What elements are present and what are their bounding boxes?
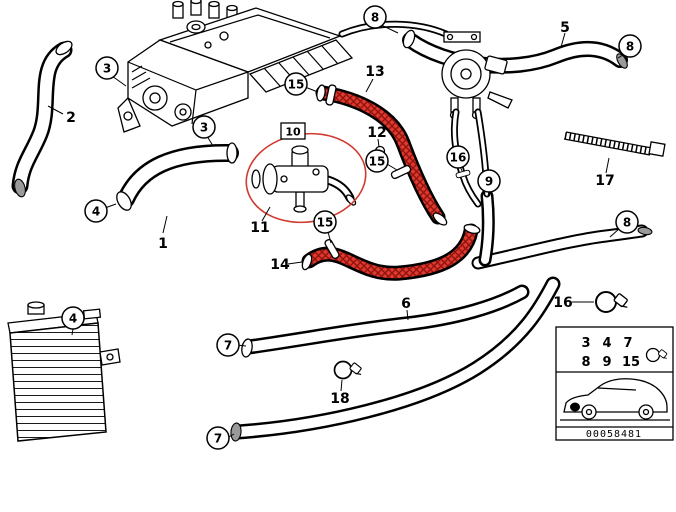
hose-2	[11, 40, 73, 198]
label-5[interactable]: 5	[560, 20, 570, 36]
label-1[interactable]: 1	[158, 236, 168, 252]
callout-4[interactable]: 4	[61, 306, 85, 330]
car-silhouette	[560, 378, 670, 421]
svg-text:8: 8	[623, 216, 631, 230]
svg-text:7: 7	[224, 339, 232, 353]
label-16[interactable]: 16	[553, 295, 572, 311]
label-11[interactable]: 11	[250, 220, 269, 236]
svg-text:15: 15	[317, 216, 334, 230]
svg-text:16: 16	[450, 151, 467, 165]
legend-num: 15	[622, 355, 640, 370]
cable-tie-17	[563, 131, 666, 157]
svg-text:10: 10	[285, 126, 301, 139]
callout-8[interactable]: 8	[615, 210, 639, 234]
hose-13-red	[315, 84, 448, 226]
label-17[interactable]: 17	[595, 173, 614, 189]
clamp-18	[333, 360, 366, 380]
svg-text:9: 9	[485, 175, 493, 189]
hose-7	[230, 276, 561, 442]
callout-15[interactable]: 15	[313, 210, 337, 234]
callout-8[interactable]: 8	[363, 5, 387, 29]
svg-text:3: 3	[103, 62, 111, 76]
callout-7[interactable]: 7	[206, 426, 230, 450]
throttle-body	[441, 31, 513, 120]
label-10-boxed[interactable]: 10	[280, 122, 306, 140]
callout-16[interactable]: 16	[446, 145, 470, 169]
legend-num: 9	[602, 355, 611, 370]
intake-stacks	[172, 0, 238, 23]
hose-1	[116, 142, 239, 211]
callout-3[interactable]: 3	[95, 56, 119, 80]
callout-8[interactable]: 8	[618, 34, 642, 58]
intake-manifold	[248, 39, 354, 93]
callout-9[interactable]: 9	[477, 169, 501, 193]
svg-text:15: 15	[369, 155, 386, 169]
legend-num: 7	[623, 336, 632, 351]
hose-9	[478, 189, 495, 267]
label-14[interactable]: 14	[270, 257, 290, 273]
legend-num: 4	[602, 336, 611, 351]
location-dot	[570, 402, 580, 412]
clamp-16	[595, 291, 632, 313]
label-12[interactable]: 12	[367, 125, 386, 141]
vent-hose-8	[338, 20, 450, 38]
label-6[interactable]: 6	[401, 296, 411, 312]
callout-4[interactable]: 4	[84, 199, 108, 223]
svg-text:8: 8	[371, 11, 379, 25]
svg-text:4: 4	[92, 205, 100, 219]
callout-3[interactable]: 3	[192, 115, 216, 139]
callout-15[interactable]: 15	[284, 72, 308, 96]
radiator-cap	[27, 301, 45, 309]
leader-lines	[47, 24, 627, 439]
label-18[interactable]: 18	[330, 391, 349, 407]
diagram-code: 00058481	[586, 429, 642, 440]
throttle-sensor	[484, 55, 508, 75]
engine-block	[117, 0, 354, 133]
callout-7[interactable]: 7	[216, 333, 240, 357]
water-valve-11	[251, 145, 357, 213]
svg-text:4: 4	[69, 312, 77, 326]
throttle-lever	[487, 91, 513, 109]
label-13[interactable]: 13	[365, 64, 384, 80]
legend-box: 3 4 7 8 9 15 00058481	[555, 326, 674, 441]
hose-5	[402, 29, 628, 74]
svg-text:8: 8	[626, 40, 634, 54]
svg-text:15: 15	[288, 78, 305, 92]
radiator-core	[9, 322, 107, 442]
legend-num: 3	[581, 336, 590, 351]
radiator	[7, 301, 121, 442]
callout-15[interactable]: 15	[365, 149, 389, 173]
svg-text:3: 3	[200, 121, 208, 135]
label-2[interactable]: 2	[66, 110, 76, 126]
svg-text:7: 7	[214, 432, 222, 446]
hose-6	[241, 284, 530, 358]
hose-clamp-ring	[389, 163, 413, 181]
legend-num: 8	[581, 355, 590, 370]
